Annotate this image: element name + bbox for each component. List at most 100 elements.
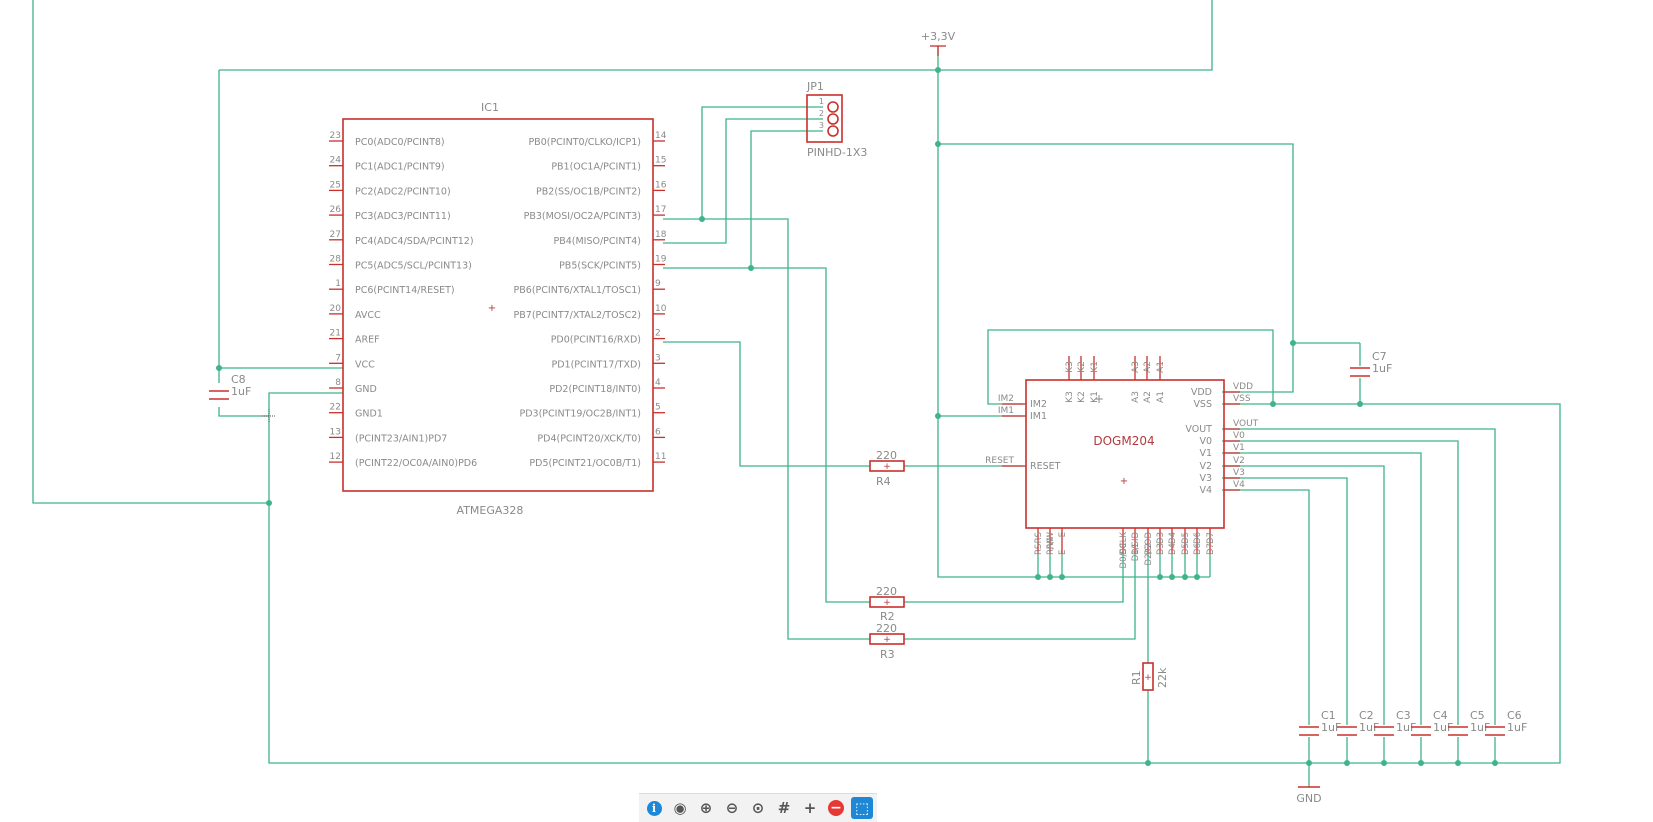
capacitor-name-label: C2 <box>1359 709 1374 722</box>
resistor-name-label: R1 <box>1130 670 1143 685</box>
wire <box>663 218 870 640</box>
ic1-pin-number: 8 <box>335 378 341 388</box>
jp1-header[interactable]: 1 2 3 JP1 PINHD-1X3 <box>806 80 867 159</box>
ic1-pin-label: PB6(PCINT6/XTAL1/TOSC1) <box>514 285 641 296</box>
dogm204-origin-mark: + <box>1094 392 1104 406</box>
resistor-r1[interactable]: + R1 22k <box>1130 662 1169 691</box>
view-toolbar: i◉⊕⊖⊙#+−⬚ <box>639 793 877 822</box>
dogm204-pin-net: D4 <box>1168 543 1178 555</box>
junction <box>1145 760 1151 766</box>
ic1-pin-label: PD2(PCINT18/INT0) <box>549 384 641 395</box>
resistor-value-label: 22k <box>1156 667 1169 688</box>
dogm204-pin-label: V0 <box>1199 436 1212 447</box>
dogm204-pin-label: D0/SCLK <box>1119 532 1129 569</box>
capacitor-value-label: 1uF <box>1396 721 1416 734</box>
resistor-body[interactable] <box>869 633 905 645</box>
dogm204-pin-label: R/W <box>1046 531 1056 549</box>
ic1-pin-label: (PCINT22/OC0A/AIN0)PD6 <box>355 458 477 469</box>
ic1-pin-number: 3 <box>655 353 661 363</box>
ground-symbol[interactable]: GND <box>1296 786 1322 805</box>
supply-3v3[interactable]: +3,3V <box>921 30 956 56</box>
junction <box>1169 574 1175 580</box>
crosshair-button[interactable]: + <box>799 797 821 819</box>
resistor-r2[interactable]: + 220 R2 <box>869 585 905 623</box>
ic1-pin-label: PB0(PCINT0/CLKO/ICP1) <box>528 137 641 148</box>
capacitor-value-label: 1uF <box>1470 721 1490 734</box>
dogm204-pin-label: V2 <box>1199 461 1212 472</box>
ic1-body[interactable] <box>342 118 654 492</box>
resistor-r4[interactable]: + 220 R4 <box>869 449 905 488</box>
wire <box>663 267 870 603</box>
dogm204-pin-net: RESET <box>985 456 1014 466</box>
info-button[interactable]: i <box>643 797 665 819</box>
ic1-right-pins: 14PB0(PCINT0/CLKO/ICP1)15PB1(OC1A/PCINT1… <box>514 131 667 469</box>
ic1-atmega328[interactable]: IC1 ATMEGA328 + 23PC0(ADC0/PCINT8)24PC1(… <box>329 101 667 517</box>
dogm204-pin-label: D5 <box>1181 532 1191 544</box>
junction <box>699 216 705 222</box>
ic1-pin-number: 10 <box>655 304 667 314</box>
zoom-out-button[interactable]: ⊖ <box>721 797 743 819</box>
dogm204-pin-net: E <box>1058 550 1068 555</box>
resistor-body[interactable] <box>869 460 905 472</box>
ic1-pin-number: 7 <box>335 353 341 363</box>
jp1-body[interactable] <box>806 94 843 143</box>
select-button[interactable]: ⬚ <box>851 797 873 819</box>
ic1-pin-number: 5 <box>655 403 661 413</box>
ground-label: GND <box>1296 792 1321 805</box>
resistor-body[interactable] <box>1142 662 1154 691</box>
ic1-pin-label: PD5(PCINT21/OC0B/T1) <box>529 458 641 469</box>
junction <box>935 67 941 73</box>
no-entry-button[interactable]: − <box>825 797 847 819</box>
dogm204-pin-label: K2 <box>1077 391 1087 403</box>
capacitor-value-label: 1uF <box>1433 721 1453 734</box>
dogm204-pin-net: A2 <box>1143 361 1153 373</box>
dogm204-body[interactable] <box>1025 379 1225 529</box>
junction <box>1035 574 1041 580</box>
resistor-name-label: R4 <box>876 475 891 488</box>
dogm204-pin-label: D7 <box>1206 532 1216 544</box>
jp1-pin-number: 2 <box>819 109 824 118</box>
dogm204-pin-label: RESET <box>1030 461 1061 472</box>
zoom-in-button[interactable]: ⊕ <box>695 797 717 819</box>
eye-button[interactable]: ◉ <box>669 797 691 819</box>
ic1-pin-number: 20 <box>330 304 342 314</box>
ic1-pin-label: PB3(MOSI/OC2A/PCINT3) <box>524 211 641 222</box>
dogm204-pin-label: IM1 <box>1030 411 1047 422</box>
junction <box>1182 574 1188 580</box>
grid-button[interactable]: # <box>773 797 795 819</box>
resistor-value-label: 220 <box>876 622 897 635</box>
wire-layer <box>32 0 1561 787</box>
ic1-pin-label: PC4(ADC4/SDA/PCINT12) <box>355 236 474 247</box>
junction <box>1344 760 1350 766</box>
ic1-pin-label: PB5(SCK/PCINT5) <box>559 261 641 272</box>
wire <box>268 392 1561 764</box>
capacitor-value-label: 1uF <box>1372 362 1392 375</box>
wire <box>987 329 1274 405</box>
dogm204-pin-net: A3 <box>1131 361 1141 373</box>
dogm204-pin-net: D2 <box>1144 543 1154 555</box>
ic1-pin-label: PC2(ADC2/PCINT10) <box>355 186 451 197</box>
dogm204-pin-net: V0 <box>1233 431 1245 441</box>
dogm204-anchor-mark: + <box>1120 476 1128 487</box>
ic1-pin-number: 4 <box>655 378 661 388</box>
junction <box>1059 574 1065 580</box>
resistor-r3[interactable]: + 220 R3 <box>869 622 905 661</box>
ic1-pin-number: 1 <box>335 279 341 289</box>
resistor-body[interactable] <box>869 596 905 608</box>
ic1-pin-number: 23 <box>330 131 341 141</box>
ic1-pin-number: 9 <box>655 279 661 289</box>
dogm204-pin-label: E <box>1058 532 1068 537</box>
zoom-fit-button[interactable]: ⊙ <box>747 797 769 819</box>
resistor-value-label: 220 <box>876 585 897 598</box>
